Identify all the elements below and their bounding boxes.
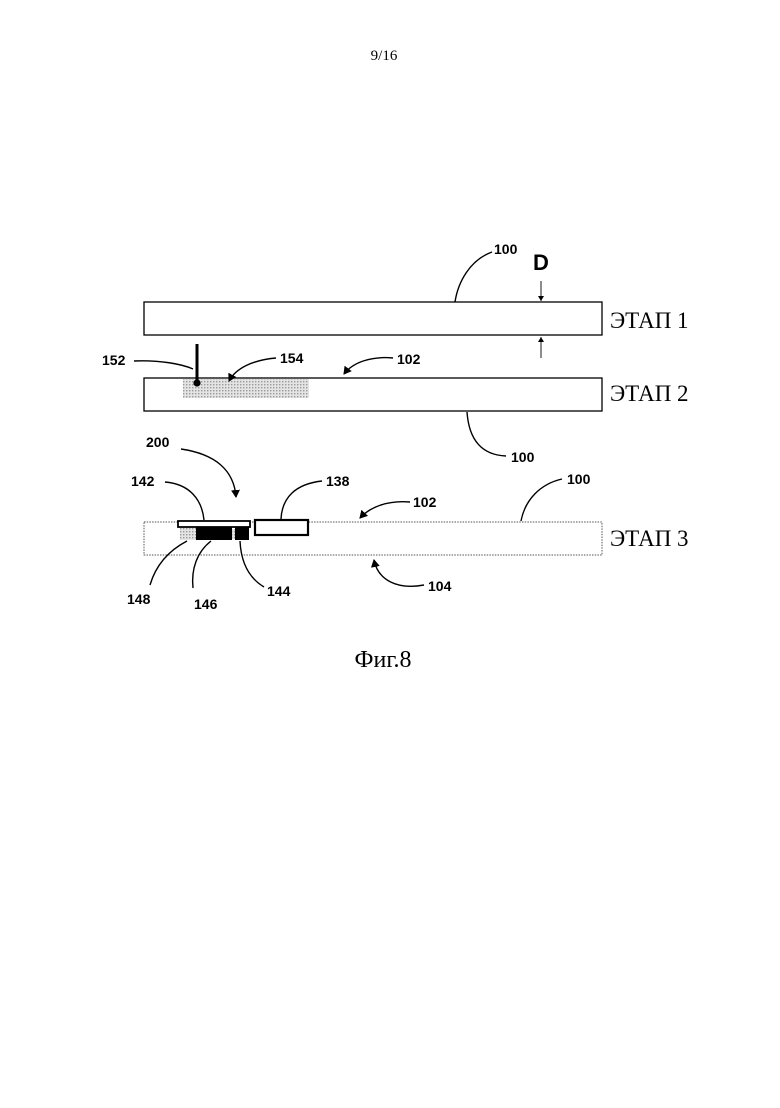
ref-s3-102: 102 [413,494,437,510]
thickness-label-d: D [533,250,549,275]
ref-s2-102: 102 [397,351,421,367]
leader-s3-102 [360,502,410,518]
leader-s3-104 [374,560,424,586]
leader-s2-152 [134,361,193,369]
leader-s3-142 [165,482,204,520]
ref-s3-142: 142 [131,473,155,489]
leader-s1-100 [455,252,492,302]
ref-s3-144: 144 [267,583,291,599]
page-number: 9/16 [371,48,398,64]
leader-s3-200 [181,449,236,497]
leader-s3-100 [521,479,562,521]
ref-s3-100: 100 [567,471,591,487]
stage3-region-148 [180,528,196,540]
leader-s2-102 [344,358,393,374]
stage3-block-144 [235,527,249,540]
ref-s2-154: 154 [280,350,304,366]
stage1-substrate-100 [144,302,602,335]
ref-s3-148: 148 [127,591,151,607]
ref-s2-100: 100 [511,449,535,465]
stage3-layer-142 [178,521,250,527]
ref-s1-100: 100 [494,241,518,257]
stage3-gap [232,529,235,539]
leader-s3-138 [281,481,322,519]
stage2-tool-tip [193,379,200,386]
stage3-component-138 [255,520,308,535]
stage1-label: ЭТАП 1 [610,308,689,333]
ref-s3-146: 146 [194,596,218,612]
stage2-label: ЭТАП 2 [610,381,689,406]
stage3-block-146 [196,527,232,540]
leader-s2-100 [467,412,506,456]
ref-s3-104: 104 [428,578,452,594]
ref-s3-138: 138 [326,473,350,489]
ref-s2-152: 152 [102,352,126,368]
figure-caption: Фиг.8 [355,647,412,673]
ref-s3-200: 200 [146,434,170,450]
stage2-treated-region-154 [183,379,309,398]
stage3-label: ЭТАП 3 [610,526,689,551]
